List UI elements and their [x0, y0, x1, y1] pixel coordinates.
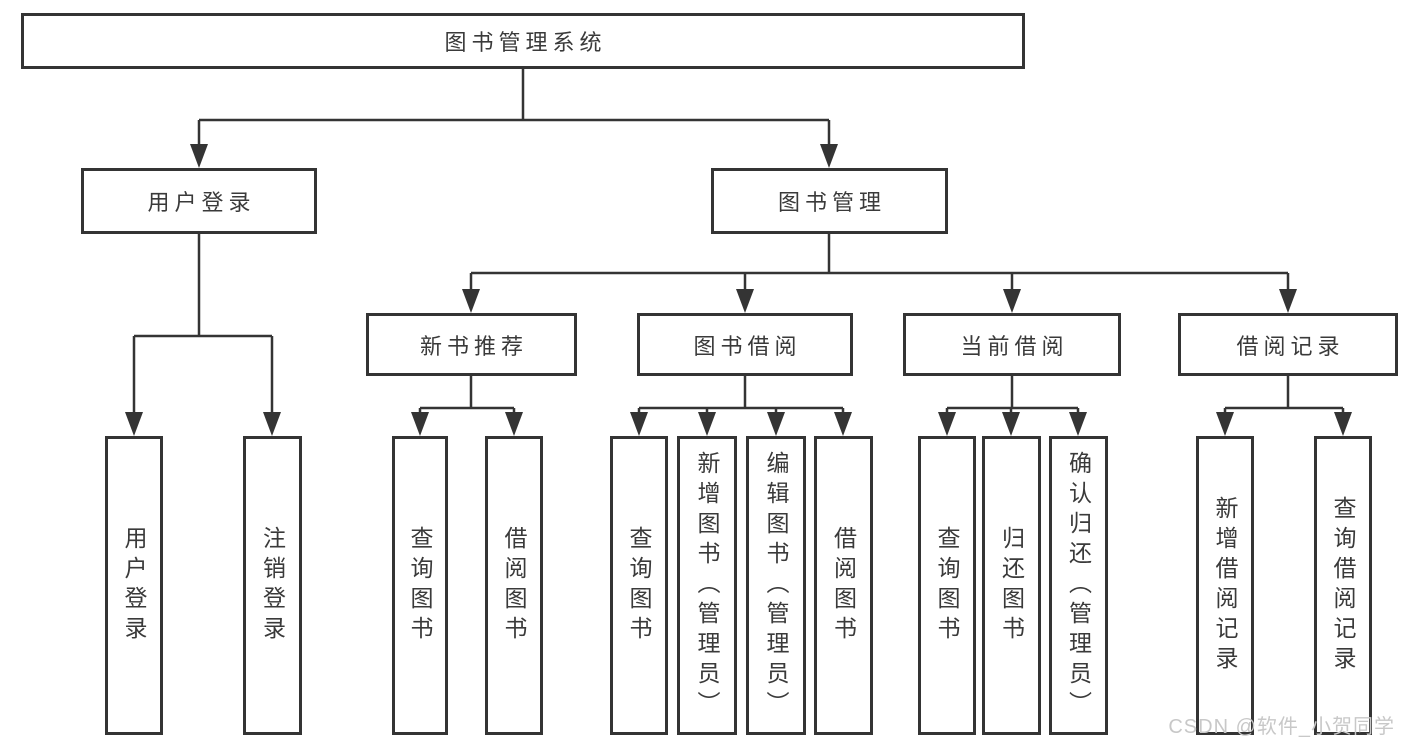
node-branch-user-login: 用户登录: [81, 168, 317, 234]
node-leaf-return-book-label: 归还图书: [998, 525, 1025, 646]
node-leaf-query-borrow-record-label: 查询借阅记录: [1330, 495, 1356, 676]
node-leaf-query-books-2: 查询图书: [610, 436, 668, 735]
node-leaf-confirm-return-admin-label: 确认归还（管理员）: [1065, 450, 1092, 721]
node-leaf-edit-book-admin: 编辑图书（管理员）: [746, 436, 806, 735]
csdn-watermark: CSDN @软件_小贺同学: [1168, 716, 1395, 738]
node-leaf-add-borrow-record: 新增借阅记录: [1196, 436, 1254, 735]
node-leaf-query-books-2-label: 查询图书: [626, 525, 652, 646]
node-leaf-add-borrow-record-label: 新增借阅记录: [1212, 495, 1238, 676]
node-branch-book-management: 图书管理: [711, 168, 948, 234]
node-leaf-query-books-1: 查询图书: [392, 436, 448, 735]
node-leaf-query-books-3: 查询图书: [918, 436, 976, 735]
node-root-label: 图书管理系统: [444, 30, 607, 55]
node-leaf-logout-label: 注销登录: [259, 525, 286, 646]
node-leaf-query-books-3-label: 查询图书: [934, 525, 960, 646]
edge-lines: [132, 69, 1345, 415]
node-leaf-add-book-admin-label: 新增图书（管理员）: [694, 450, 720, 721]
node-leaf-user-login: 用户登录: [105, 436, 163, 735]
node-leaf-logout: 注销登录: [243, 436, 302, 735]
arrowhead-icons: [125, 144, 1352, 436]
node-branch-book-management-label: 图书管理: [777, 190, 886, 215]
node-branch-user-login-label: 用户登录: [147, 190, 256, 215]
node-leaf-borrow-books-2: 借阅图书: [814, 436, 873, 735]
node-module-new-book-recommend: 新书推荐: [366, 313, 577, 376]
node-module-new-book-recommend-label: 新书推荐: [419, 333, 528, 359]
node-module-book-borrow-label: 图书借阅: [693, 333, 802, 359]
node-leaf-borrow-books-2-label: 借阅图书: [830, 525, 857, 646]
node-leaf-query-borrow-record: 查询借阅记录: [1314, 436, 1372, 735]
node-leaf-add-book-admin: 新增图书（管理员）: [677, 436, 737, 735]
node-leaf-edit-book-admin-label: 编辑图书（管理员）: [763, 450, 789, 721]
node-leaf-query-books-1-label: 查询图书: [407, 525, 433, 646]
node-module-book-borrow: 图书借阅: [637, 313, 853, 376]
node-module-borrow-records-label: 借阅记录: [1236, 333, 1345, 359]
node-module-current-borrow-label: 当前借阅: [960, 333, 1069, 359]
node-leaf-return-book: 归还图书: [982, 436, 1041, 735]
node-root: 图书管理系统: [21, 13, 1025, 69]
node-leaf-user-login-label: 用户登录: [121, 525, 147, 646]
node-leaf-borrow-books-1-label: 借阅图书: [501, 525, 527, 646]
node-module-current-borrow: 当前借阅: [903, 313, 1121, 376]
node-leaf-confirm-return-admin: 确认归还（管理员）: [1049, 436, 1108, 735]
node-leaf-borrow-books-1: 借阅图书: [485, 436, 543, 735]
node-module-borrow-records: 借阅记录: [1178, 313, 1398, 376]
